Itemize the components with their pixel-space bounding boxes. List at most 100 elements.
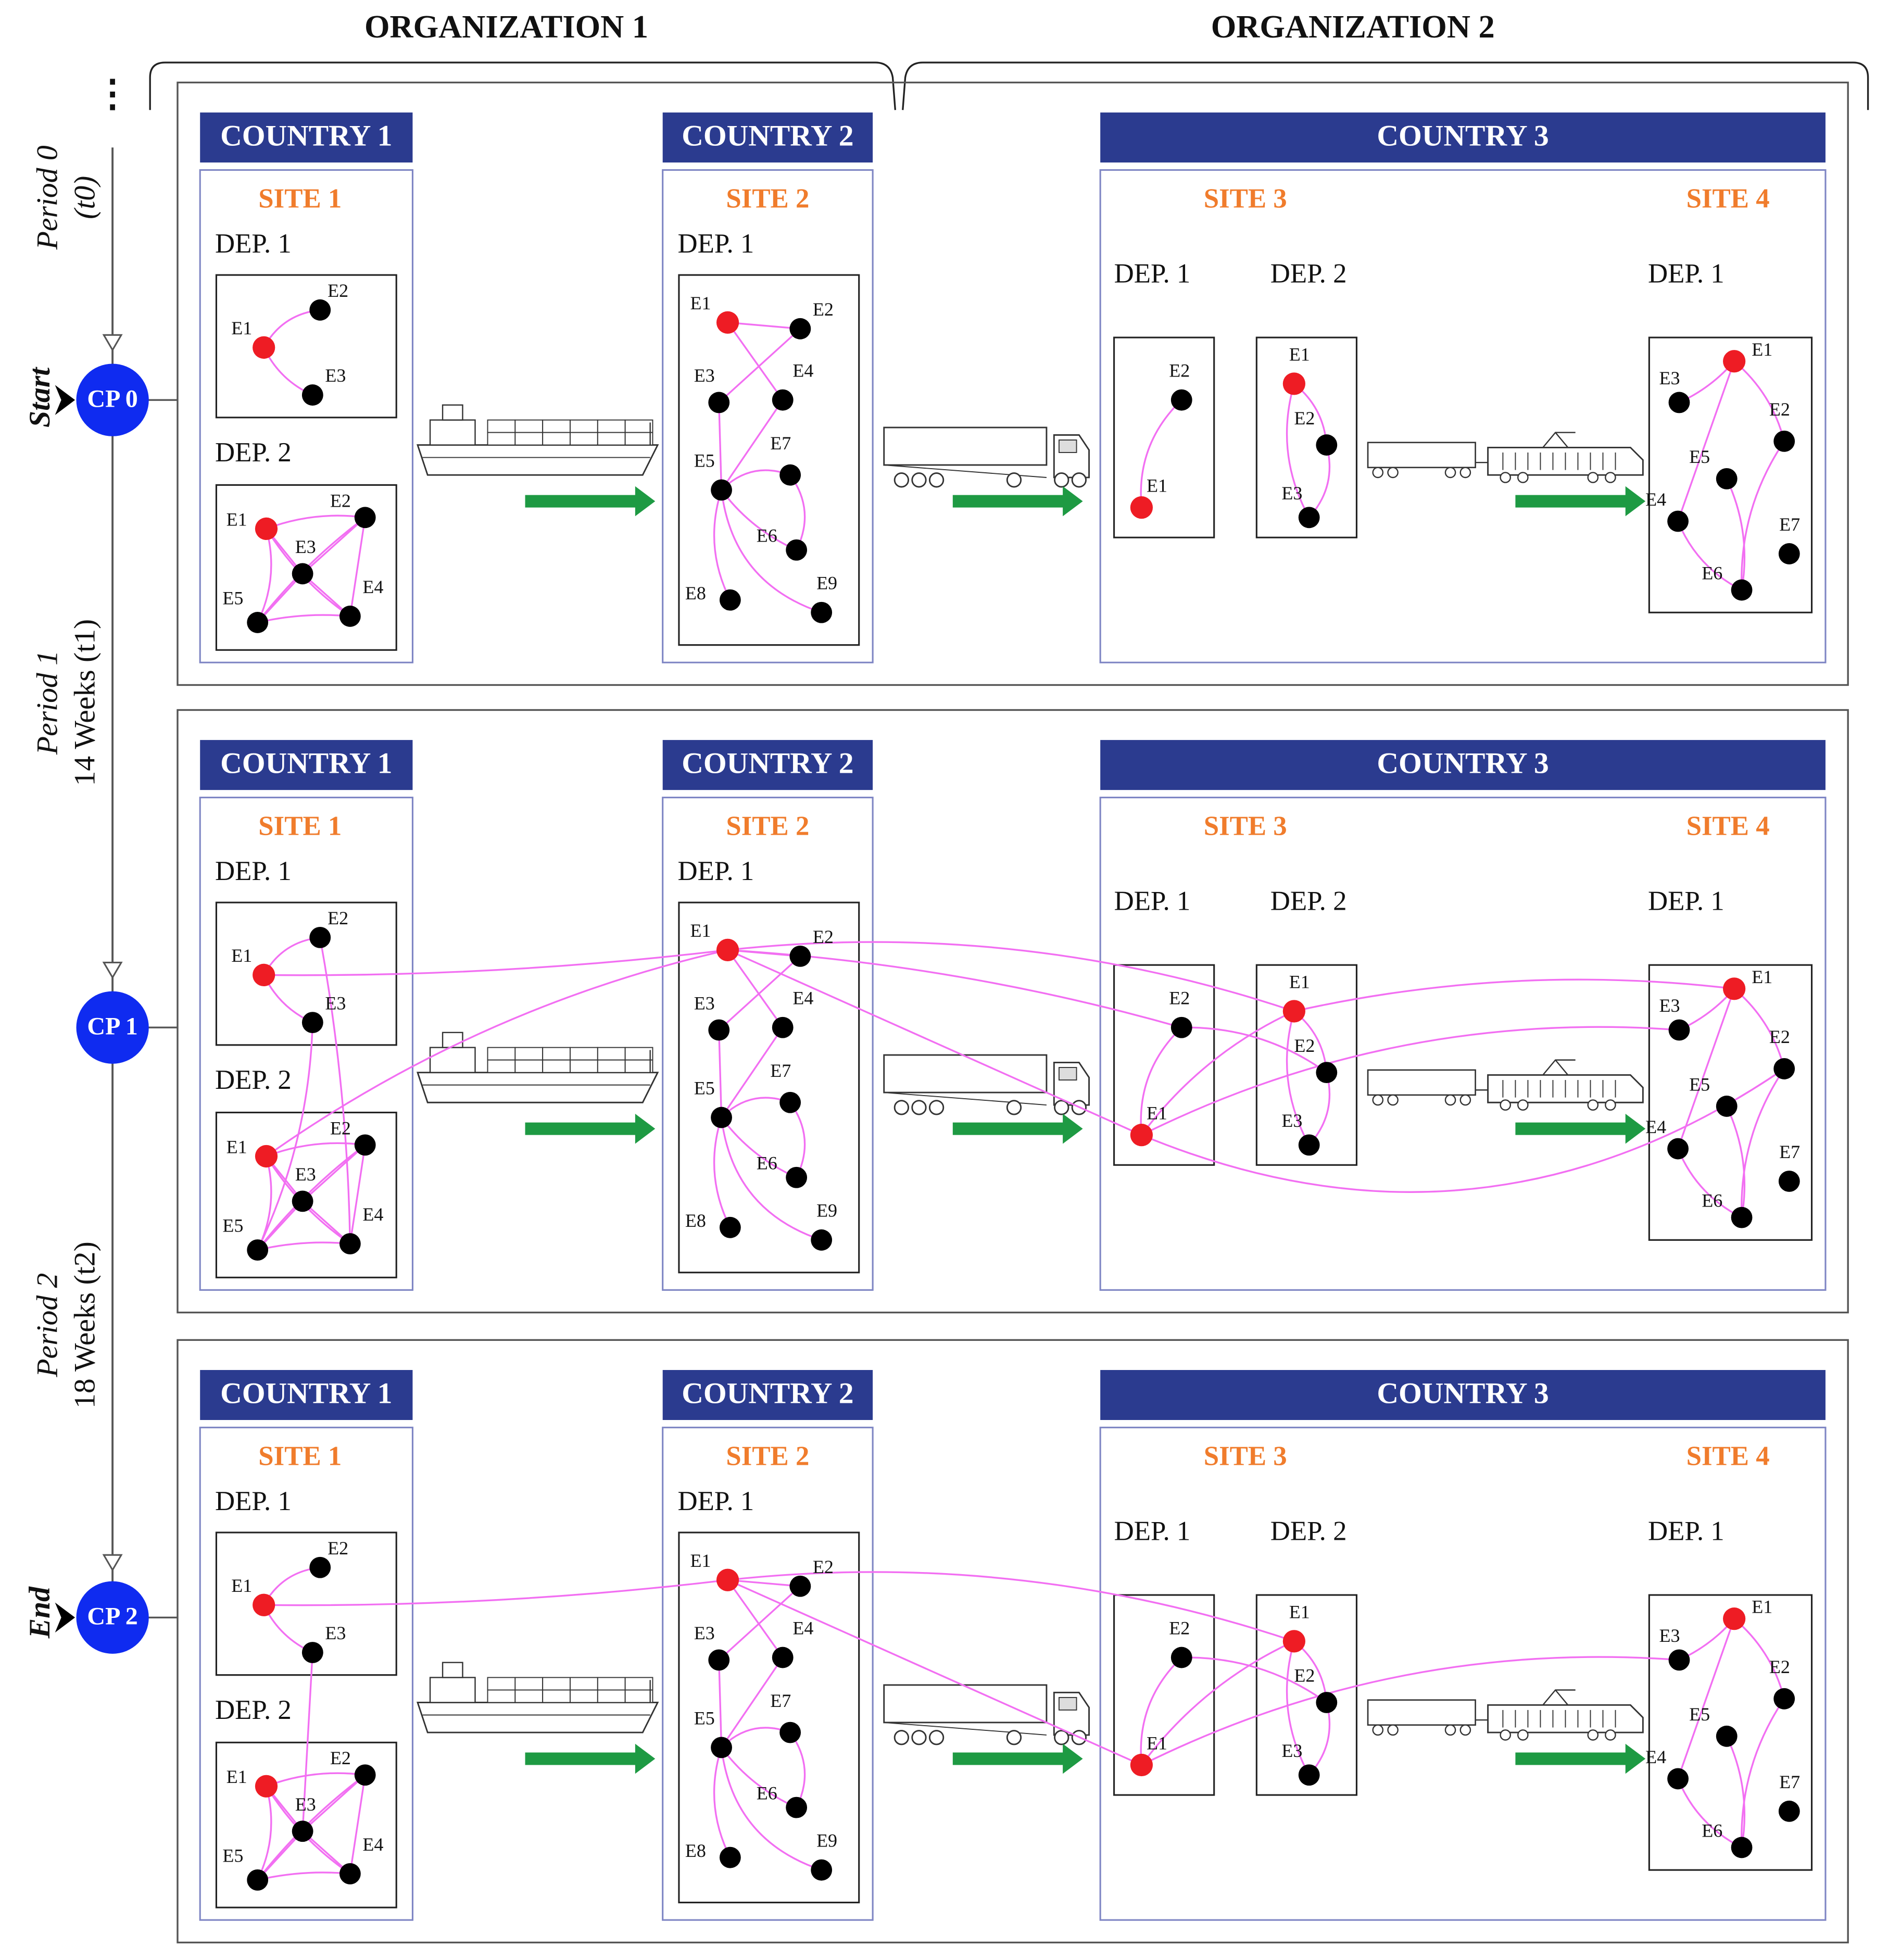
communication-edge bbox=[721, 1747, 797, 1808]
ship-container bbox=[514, 1677, 544, 1691]
employee-label: E2 bbox=[813, 926, 834, 947]
organization-2-title: ORGANIZATION 2 bbox=[1211, 8, 1495, 45]
employee-label: E5 bbox=[222, 588, 243, 609]
train-wagon bbox=[1367, 442, 1476, 469]
employee-node bbox=[708, 1019, 730, 1041]
employee-label: E5 bbox=[1689, 1074, 1710, 1095]
employee-node bbox=[1723, 350, 1746, 373]
truck-wheel bbox=[1054, 1730, 1069, 1745]
employee-label: E2 bbox=[1294, 408, 1315, 429]
site-4-dep-1-label: DEP. 1 bbox=[1648, 886, 1725, 916]
ship-hull bbox=[417, 1702, 659, 1733]
ship-container bbox=[487, 419, 516, 433]
train-wheel bbox=[1517, 472, 1529, 483]
employee-node bbox=[309, 926, 331, 948]
country-2-title: COUNTRY 2 bbox=[682, 120, 853, 153]
country-3-frame bbox=[1099, 796, 1827, 1291]
communication-edge bbox=[1741, 1698, 1785, 1848]
country-3-banner bbox=[1100, 740, 1826, 790]
employee-label: E1 bbox=[1147, 475, 1167, 496]
ship-container bbox=[514, 432, 544, 446]
cross-link-edge bbox=[727, 1571, 1294, 1642]
organization-1-title: ORGANIZATION 1 bbox=[364, 8, 648, 45]
communication-edge bbox=[1733, 988, 1785, 1069]
ship-tower bbox=[442, 1662, 463, 1678]
communication-edge bbox=[727, 322, 784, 401]
employee-node bbox=[1731, 579, 1753, 601]
employee-node bbox=[1716, 468, 1738, 489]
employee-node bbox=[716, 938, 739, 961]
site-1-dep-1-label: DEP. 1 bbox=[215, 856, 292, 886]
ship-tower bbox=[442, 404, 463, 421]
employee-node bbox=[255, 517, 278, 541]
employee-node bbox=[301, 1012, 323, 1034]
train-icon bbox=[1367, 432, 1644, 483]
employee-label: E6 bbox=[757, 1153, 777, 1174]
truck-window bbox=[1058, 439, 1077, 453]
communication-edge bbox=[718, 1586, 801, 1661]
communication-edge bbox=[1308, 445, 1331, 518]
country-2-frame bbox=[662, 169, 874, 663]
train-wagon bbox=[1367, 1699, 1476, 1726]
employee-label: E1 bbox=[1289, 1601, 1310, 1622]
end-label: End bbox=[23, 1586, 56, 1639]
employee-label: E7 bbox=[1779, 514, 1800, 535]
country-1-banner bbox=[200, 740, 413, 790]
communication-edge bbox=[1286, 1641, 1310, 1776]
employee-node bbox=[1170, 1016, 1192, 1038]
communication-edge bbox=[718, 1029, 723, 1118]
employee-node bbox=[253, 963, 275, 987]
communication-edge bbox=[1677, 1778, 1742, 1849]
site-4-label: SITE 4 bbox=[1686, 1441, 1770, 1472]
period-panel-frame bbox=[177, 709, 1849, 1314]
employee-label: E9 bbox=[816, 1200, 837, 1221]
ship-container bbox=[514, 419, 544, 433]
truck-icon bbox=[883, 1684, 1090, 1745]
train-wheel bbox=[1587, 1099, 1599, 1111]
timeline-arrowhead bbox=[102, 1554, 123, 1572]
employee-node bbox=[1667, 1138, 1689, 1160]
employee-label: E1 bbox=[231, 1575, 252, 1596]
train-wheel bbox=[1517, 1729, 1529, 1741]
ship-hull bbox=[417, 1072, 659, 1103]
period-panel-frame bbox=[177, 81, 1849, 686]
employee-node bbox=[1130, 496, 1153, 519]
truck-wheel bbox=[928, 472, 945, 488]
ship-container bbox=[624, 1047, 653, 1061]
communication-edge bbox=[721, 399, 784, 491]
site-2-label: SITE 2 bbox=[726, 811, 809, 841]
employee-label: E4 bbox=[1645, 1747, 1666, 1767]
ship-hull bbox=[417, 444, 659, 476]
communication-edge bbox=[266, 1772, 366, 1787]
ship-container bbox=[570, 1047, 598, 1061]
site-1-dep-1-label: DEP. 1 bbox=[215, 1486, 292, 1516]
ship-container bbox=[542, 432, 571, 446]
checkpoint-1-label: CP 1 bbox=[87, 1013, 137, 1040]
employee-label: E1 bbox=[1289, 971, 1310, 992]
cross-link-edge bbox=[266, 949, 728, 1157]
employee-label: E4 bbox=[792, 360, 813, 381]
ship-icon bbox=[417, 1662, 659, 1733]
cross-link-edge bbox=[263, 949, 728, 976]
train-wheel bbox=[1444, 1724, 1456, 1736]
arrow-right-icon bbox=[525, 1743, 656, 1774]
communication-edge bbox=[349, 1145, 366, 1244]
train-wheel bbox=[1500, 472, 1512, 483]
site-4-label: SITE 4 bbox=[1686, 811, 1770, 841]
employee-node bbox=[1130, 1124, 1153, 1147]
country-1-title: COUNTRY 1 bbox=[220, 1377, 392, 1410]
arrow-right-icon bbox=[952, 1113, 1083, 1144]
communication-edge bbox=[1286, 383, 1310, 518]
communication-edge bbox=[713, 1117, 731, 1228]
employee-label: E2 bbox=[1294, 1035, 1315, 1056]
arrow-right-icon bbox=[952, 1743, 1083, 1774]
employee-node bbox=[1773, 1688, 1795, 1710]
ship-container bbox=[542, 1689, 571, 1703]
employee-node bbox=[1316, 1692, 1338, 1713]
truck-chassis bbox=[884, 464, 1047, 478]
ship-icon bbox=[417, 1032, 659, 1103]
country-3-title: COUNTRY 3 bbox=[1377, 747, 1549, 780]
employee-label: E1 bbox=[1752, 339, 1772, 360]
country-1-frame bbox=[199, 169, 413, 663]
